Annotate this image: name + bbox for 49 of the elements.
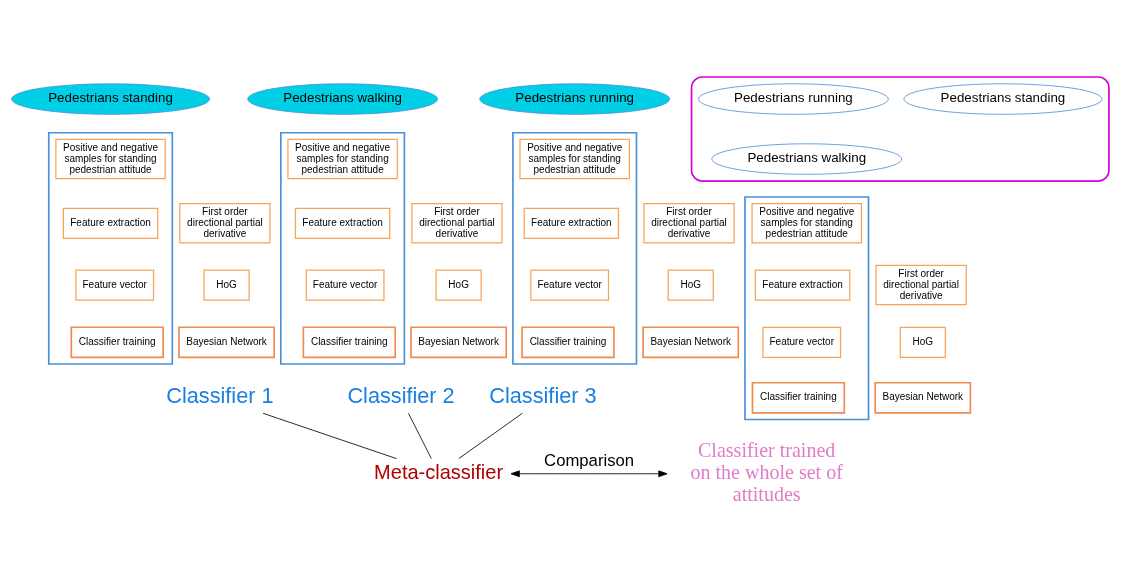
node-ellipse: Pedestrians running xyxy=(479,83,670,115)
node-box: Bayesian Network xyxy=(410,326,508,359)
node-box: Feature vector xyxy=(305,269,385,301)
node-text: Meta-classifier xyxy=(374,460,504,483)
node-box: Classifier training xyxy=(70,326,164,359)
node-box: First order directional partial derivative xyxy=(875,264,967,306)
connector xyxy=(408,412,432,459)
node-box: HoG xyxy=(667,269,714,301)
edge-label: Comparison xyxy=(544,451,635,471)
node-box: Classifier training xyxy=(751,381,846,414)
node-box: Positive and negative samples for standing pedestrian attitude xyxy=(751,203,863,244)
node-box: Positive and negative samples for standing pedestrian attitude xyxy=(519,138,630,180)
node-box: Feature extraction xyxy=(523,207,620,239)
cluster xyxy=(512,131,638,365)
arrow xyxy=(510,470,668,478)
node-text: Classifier 3 xyxy=(489,383,597,409)
node-box: HoG xyxy=(203,269,250,301)
node-ellipse: Pedestrians standing xyxy=(11,83,210,115)
node-box: HoG xyxy=(899,326,946,358)
node-box: Positive and negative samples for standing pedestrian attitude xyxy=(287,138,398,180)
connector xyxy=(458,412,523,459)
node-box: Bayesian Network xyxy=(874,381,972,414)
connector xyxy=(262,412,398,460)
node-box: Feature vector xyxy=(530,269,610,301)
node-text: Classifier trained on the whole set of attitudes xyxy=(690,439,843,505)
node-box: Feature extraction xyxy=(62,207,159,239)
node-box: Feature vector xyxy=(75,269,155,301)
node-box: Bayesian Network xyxy=(178,326,275,359)
node-box: Feature extraction xyxy=(754,269,851,301)
cluster xyxy=(690,76,1110,182)
node-box: First order directional partial derivative xyxy=(179,203,271,244)
node-text: Classifier 2 xyxy=(347,383,455,409)
node-box: Classifier training xyxy=(302,326,397,359)
cluster xyxy=(47,131,174,365)
node-ellipse: Pedestrians standing xyxy=(903,83,1103,115)
node-box: HoG xyxy=(435,269,482,301)
node-ellipse: Pedestrians walking xyxy=(711,143,903,175)
node-box: Positive and negative samples for standing pedestrian attitude xyxy=(55,138,166,180)
node-box: Feature vector xyxy=(762,326,842,358)
cluster xyxy=(744,196,870,421)
node-box: First order directional partial derivative xyxy=(411,203,503,244)
cluster xyxy=(280,131,406,365)
node-box: Classifier training xyxy=(521,326,615,359)
node-ellipse: Pedestrians walking xyxy=(247,83,438,115)
node-box: Feature extraction xyxy=(294,207,391,239)
node-text: Classifier 1 xyxy=(166,383,274,409)
node-box: First order directional partial derivative xyxy=(643,203,735,244)
node-ellipse: Pedestrians running xyxy=(698,83,889,115)
node-box: Bayesian Network xyxy=(642,326,740,359)
